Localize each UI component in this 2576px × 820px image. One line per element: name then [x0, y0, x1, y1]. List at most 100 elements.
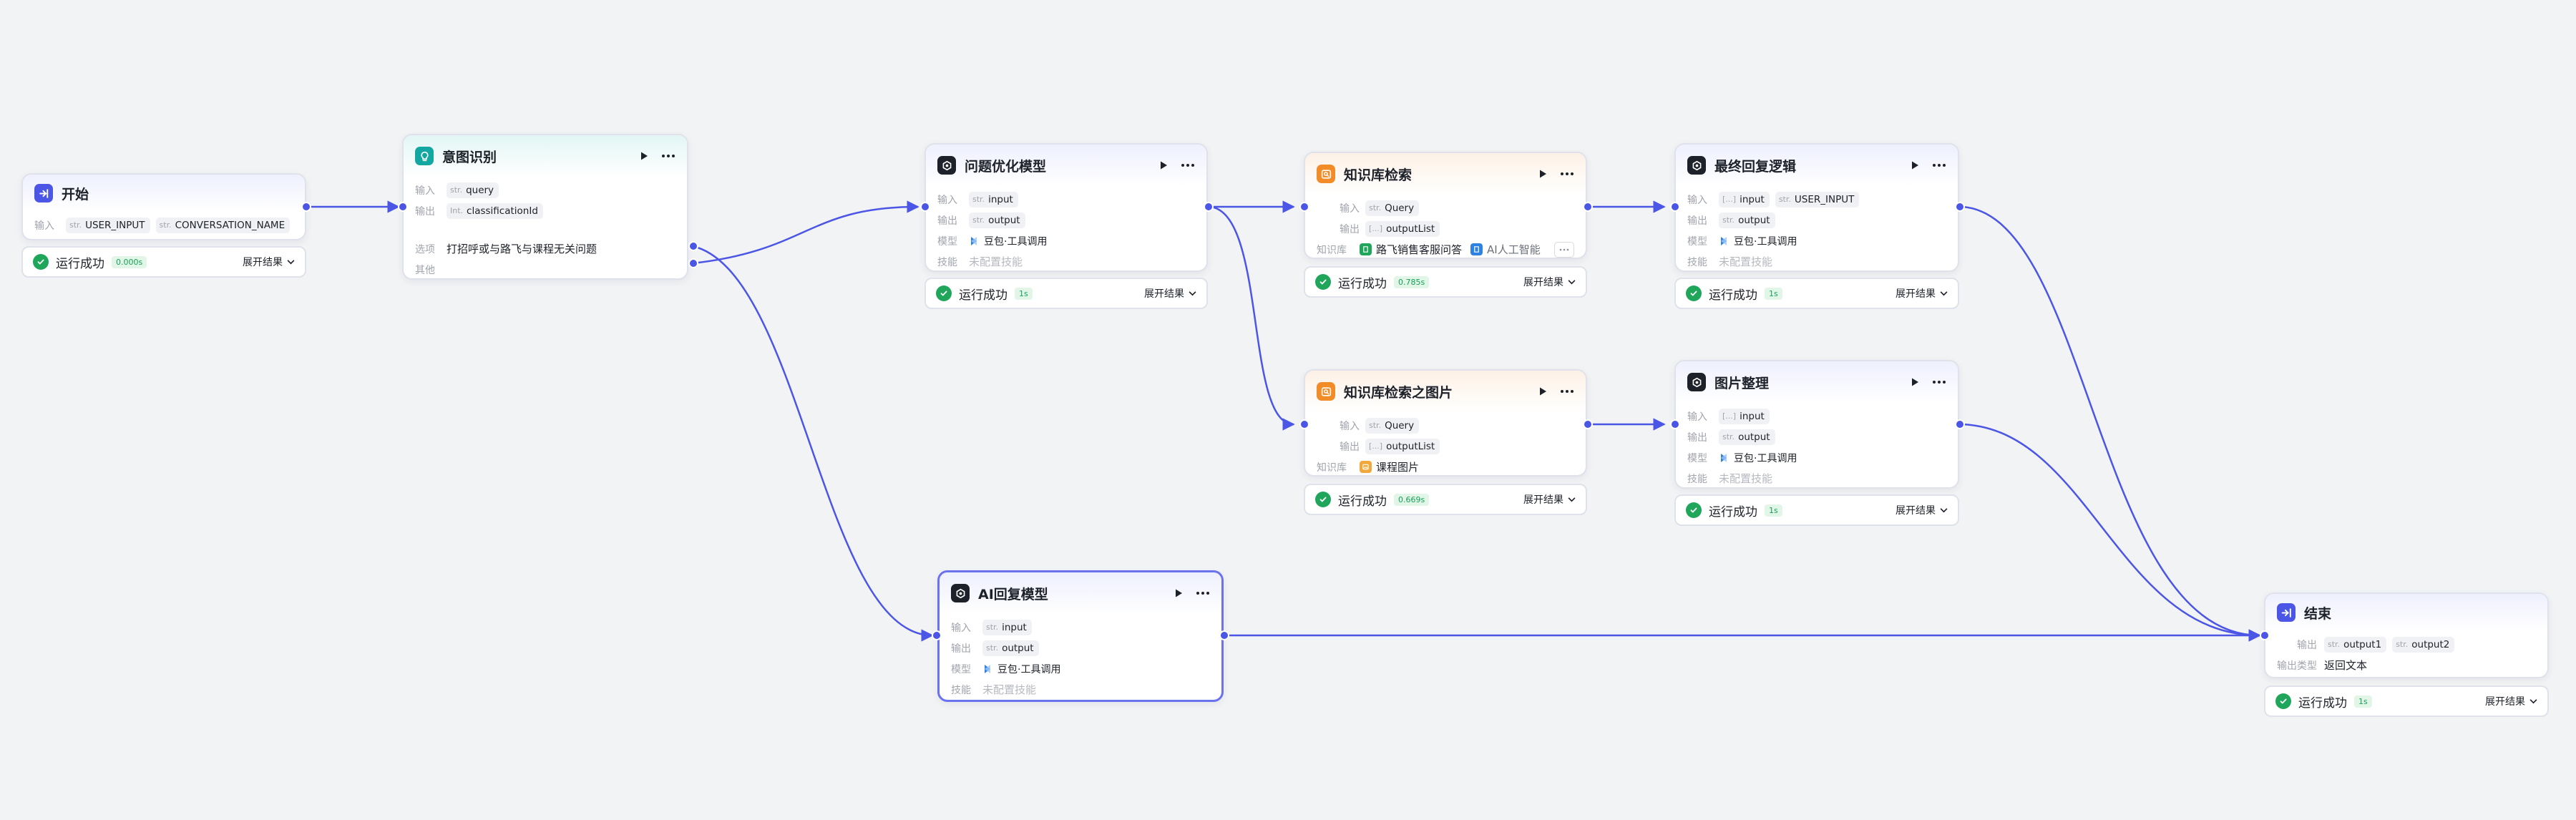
pic-output-handle[interactable]: [1955, 419, 1965, 429]
more-dots-icon[interactable]: [1932, 375, 1946, 389]
play-icon[interactable]: [1171, 586, 1186, 600]
variable-name: outputList: [1386, 223, 1435, 235]
more-dots-icon[interactable]: [1196, 586, 1210, 600]
run-status-text: 运行成功: [56, 256, 104, 271]
expand-result-label: 展开结果: [1896, 288, 1936, 300]
output-label: 输出: [415, 205, 435, 218]
chevron-down-icon: [1940, 291, 1948, 296]
kb-search-node[interactable]: 知识库检索 输入 str.Query 输出 [...]outputList 知识…: [1304, 152, 1587, 259]
intent-input-handle[interactable]: [398, 202, 408, 212]
more-dots-icon[interactable]: [1560, 384, 1574, 399]
variable-type: str.: [1722, 432, 1735, 441]
expand-result-button[interactable]: 展开结果: [1523, 275, 1576, 289]
end-node[interactable]: 结束 输出 str.output1 str.output2 输出类型 返回文本: [2264, 592, 2549, 678]
ai-reply-node-header[interactable]: AI回复模型: [940, 572, 1221, 614]
variable-chip: str.USER_INPUT: [66, 217, 150, 233]
intent-other-handle[interactable]: [688, 258, 698, 268]
more-dots-icon[interactable]: [1932, 158, 1946, 172]
variable-type: str.: [2328, 640, 2341, 649]
variable-name: Query: [1385, 202, 1415, 214]
final-output-handle[interactable]: [1955, 202, 1965, 212]
play-icon[interactable]: [1536, 167, 1550, 181]
end-input-handle[interactable]: [2260, 630, 2270, 640]
skills-value: 未配置技能: [969, 255, 1023, 268]
variable-type: str.: [1369, 203, 1382, 213]
start-node-title: 开始: [62, 186, 89, 202]
pic-model-row: 模型 豆包·工具调用: [1687, 447, 1946, 468]
kb-image-input-handle[interactable]: [1299, 419, 1309, 429]
variable-name: input: [1740, 193, 1765, 205]
expand-result-button[interactable]: 展开结果: [243, 255, 295, 269]
expand-result-button[interactable]: 展开结果: [1896, 503, 1948, 517]
run-status-text: 运行成功: [2298, 695, 2347, 711]
rewrite-node[interactable]: 问题优化模型 输入 str.input 输出 str.output 模型 豆包·…: [924, 143, 1208, 272]
start-node[interactable]: 开始 输入 str.USER_INPUT str.CONVERSATION_NA…: [21, 173, 306, 240]
final-input-handle[interactable]: [1670, 202, 1680, 212]
play-icon[interactable]: [1908, 158, 1922, 172]
chevron-down-icon: [1940, 508, 1948, 513]
rewrite-output-row: 输出 str.output: [937, 210, 1195, 230]
rewrite-output-handle[interactable]: [1204, 202, 1214, 212]
variable-name: input: [1002, 621, 1027, 633]
end-node-header[interactable]: 结束: [2265, 594, 2547, 631]
play-icon[interactable]: [1536, 384, 1550, 399]
expand-result-button[interactable]: 展开结果: [1896, 286, 1948, 301]
edge-rewrite-kb2[interactable]: [1210, 205, 1295, 431]
ai-output-handle[interactable]: [1219, 630, 1229, 640]
expand-result-label: 展开结果: [1523, 494, 1563, 506]
rewrite-node-body: 输入 str.input 输出 str.output 模型 豆包·工具调用 技能…: [926, 186, 1206, 278]
kb-search-node-header[interactable]: 知识库检索: [1305, 153, 1586, 195]
variable-type: str.: [159, 220, 172, 230]
final-reply-node-title: 最终回复逻辑: [1714, 158, 1797, 175]
play-icon[interactable]: [1156, 158, 1171, 172]
more-dots-icon[interactable]: [661, 149, 675, 163]
edge-final-end[interactable]: [1961, 205, 2261, 642]
variable-type: str.: [1369, 421, 1382, 430]
kb-image-search-node-header[interactable]: 知识库检索之图片: [1305, 371, 1586, 412]
ai-input-handle[interactable]: [932, 630, 942, 640]
ai-reply-node[interactable]: AI回复模型 输入 str.input 输出 str.output 模型 豆包·…: [937, 570, 1224, 702]
rewrite-input-row: 输入 str.input: [937, 189, 1195, 210]
start-node-header[interactable]: 开始: [23, 175, 305, 212]
kb-search-input-handle[interactable]: [1299, 202, 1309, 212]
expand-result-button[interactable]: 展开结果: [1523, 492, 1576, 507]
more-dots-icon[interactable]: [1181, 158, 1195, 172]
rewrite-input-handle[interactable]: [920, 202, 930, 212]
llm-model-icon: [1687, 373, 1706, 391]
expand-result-button[interactable]: 展开结果: [2485, 694, 2537, 708]
final-reply-node[interactable]: 最终回复逻辑 输入 [...]input str.USER_INPUT 输出 s…: [1674, 143, 1959, 272]
edge-pic-end[interactable]: [1961, 423, 2261, 642]
kb-image-search-node[interactable]: 知识库检索之图片 输入 str.Query 输出 [...]outputList…: [1304, 369, 1587, 477]
edge-intent-rewrite[interactable]: [692, 200, 919, 265]
kb-more-button[interactable]: [1554, 241, 1574, 258]
image-organize-node-header[interactable]: 图片整理: [1676, 361, 1958, 403]
edge-intent-ai[interactable]: [692, 245, 934, 642]
ai-model-row: 模型 豆包·工具调用: [951, 658, 1210, 679]
kb-search-output-handle[interactable]: [1583, 202, 1593, 212]
kb-image-output-handle[interactable]: [1583, 419, 1593, 429]
start-output-handle[interactable]: [301, 202, 311, 212]
ai-reply-node-body: 输入 str.input 输出 str.output 模型 豆包·工具调用 技能…: [940, 614, 1221, 706]
play-icon[interactable]: [1908, 375, 1922, 389]
variable-name: USER_INPUT: [85, 219, 145, 231]
image-organize-node[interactable]: 图片整理 输入 [...]input 输出 str.output 模型 豆包·工…: [1674, 360, 1959, 489]
intent-option-handle[interactable]: [688, 241, 698, 251]
intent-node[interactable]: 意图识别 输入 str.query 输出 Int.classificationI…: [402, 134, 688, 280]
expand-result-button[interactable]: 展开结果: [1144, 286, 1196, 301]
kb-image-run-status: 运行成功 0.669s 展开结果: [1304, 484, 1587, 515]
pic-input-handle[interactable]: [1670, 419, 1680, 429]
variable-chip: [...]input: [1719, 191, 1770, 208]
rewrite-node-header[interactable]: 问题优化模型: [926, 145, 1206, 186]
pic-input-row: 输入 [...]input: [1687, 406, 1946, 426]
play-icon[interactable]: [637, 149, 651, 163]
more-dots-icon[interactable]: [1560, 167, 1574, 181]
chevron-down-icon: [1568, 280, 1576, 285]
rewrite-model-row: 模型 豆包·工具调用: [937, 230, 1195, 251]
end-arrow-icon: [2277, 603, 2296, 622]
final-reply-node-header[interactable]: 最终回复逻辑: [1676, 145, 1958, 186]
llm-model-icon: [937, 156, 956, 175]
intent-node-header[interactable]: 意图识别: [404, 135, 687, 177]
check-circle-icon: [33, 254, 49, 270]
knowledge-base-icon: [1317, 165, 1335, 183]
